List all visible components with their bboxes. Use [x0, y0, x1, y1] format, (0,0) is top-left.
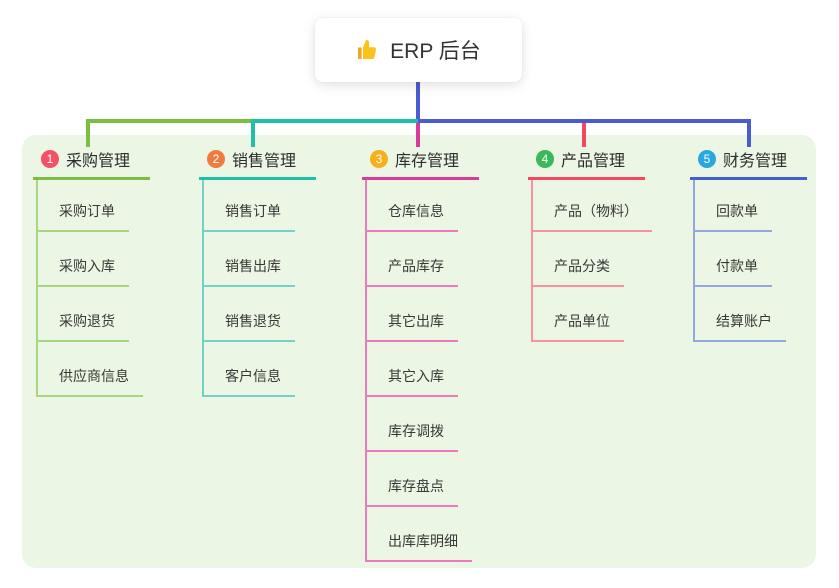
branch-item[interactable]: 其它出库 — [367, 287, 458, 342]
branch-number-badge: 1 — [41, 149, 59, 168]
branch-number-badge: 5 — [698, 149, 716, 168]
branch-header-label: 采购管理 — [66, 152, 131, 170]
root-node-label: ERP 后台 — [390, 40, 481, 63]
branch-item[interactable]: 产品库存 — [367, 232, 458, 287]
branch-item[interactable]: 结算账户 — [695, 287, 786, 342]
branch-drop-line — [747, 119, 751, 147]
branches-panel-background — [22, 135, 816, 568]
branch-header[interactable]: 5 财务管理 — [690, 146, 807, 180]
branch-subtree: 采购订单采购入库采购退货供应商信息 — [36, 180, 143, 397]
branch-drop-line — [86, 119, 90, 147]
branch-drop-line — [416, 123, 420, 147]
connector-bar-sales — [253, 119, 418, 123]
branch-number-badge: 4 — [536, 149, 554, 168]
branch-item[interactable]: 采购入库 — [38, 232, 129, 287]
branch-item[interactable]: 产品分类 — [533, 232, 624, 287]
branch-item[interactable]: 付款单 — [695, 232, 772, 287]
branch-subtree: 回款单付款单结算账户 — [693, 180, 786, 342]
branch-drop-line — [251, 119, 255, 147]
branch-column: 1 采购管理采购订单采购入库采购退货供应商信息 — [33, 146, 150, 397]
branch-item[interactable]: 销售出库 — [204, 232, 295, 287]
branch-number-badge: 3 — [370, 149, 388, 168]
branch-subtree: 仓库信息产品库存其它出库其它入库库存调拨库存盘点出库库明细 — [365, 180, 472, 562]
branch-header[interactable]: 3 库存管理 — [362, 146, 479, 180]
branch-item[interactable]: 回款单 — [695, 180, 772, 232]
branch-column: 2 销售管理销售订单销售出库销售退货客户信息 — [199, 146, 316, 397]
branch-item[interactable]: 其它入库 — [367, 342, 458, 397]
root-node[interactable]: ERP 后台 — [315, 18, 522, 82]
connector-bar-right — [418, 119, 751, 123]
branch-drop-line — [582, 123, 586, 147]
branch-subtree: 产品（物料）产品分类产品单位 — [531, 180, 652, 342]
branch-header-label: 财务管理 — [723, 152, 788, 170]
branch-item[interactable]: 采购订单 — [38, 180, 129, 232]
branch-item[interactable]: 仓库信息 — [367, 180, 458, 232]
root-connector-line — [416, 82, 420, 119]
branch-header[interactable]: 2 销售管理 — [199, 146, 316, 180]
branch-header[interactable]: 4 产品管理 — [528, 146, 645, 180]
branch-header-label: 销售管理 — [232, 152, 297, 170]
branch-item[interactable]: 供应商信息 — [38, 342, 143, 397]
branch-column: 4 产品管理产品（物料）产品分类产品单位 — [528, 146, 652, 342]
branch-item[interactable]: 销售退货 — [204, 287, 295, 342]
branch-subtree: 销售订单销售出库销售退货客户信息 — [202, 180, 295, 397]
branch-item[interactable]: 客户信息 — [204, 342, 295, 397]
thumbs-up-icon — [356, 38, 380, 62]
branch-header-label: 产品管理 — [561, 152, 626, 170]
branch-item[interactable]: 销售订单 — [204, 180, 295, 232]
branch-column: 5 财务管理回款单付款单结算账户 — [690, 146, 807, 342]
branch-column: 3 库存管理仓库信息产品库存其它出库其它入库库存调拨库存盘点出库库明细 — [362, 146, 479, 562]
branch-item[interactable]: 库存调拨 — [367, 397, 458, 452]
branch-item[interactable]: 产品（物料） — [533, 180, 652, 232]
connector-bar-purchase — [86, 119, 253, 123]
branch-item[interactable]: 采购退货 — [38, 287, 129, 342]
branch-number-badge: 2 — [207, 149, 225, 168]
branch-item[interactable]: 出库库明细 — [367, 507, 472, 562]
branch-item[interactable]: 库存盘点 — [367, 452, 458, 507]
branch-header[interactable]: 1 采购管理 — [33, 146, 150, 180]
branch-item[interactable]: 产品单位 — [533, 287, 624, 342]
branch-header-label: 库存管理 — [395, 152, 460, 170]
